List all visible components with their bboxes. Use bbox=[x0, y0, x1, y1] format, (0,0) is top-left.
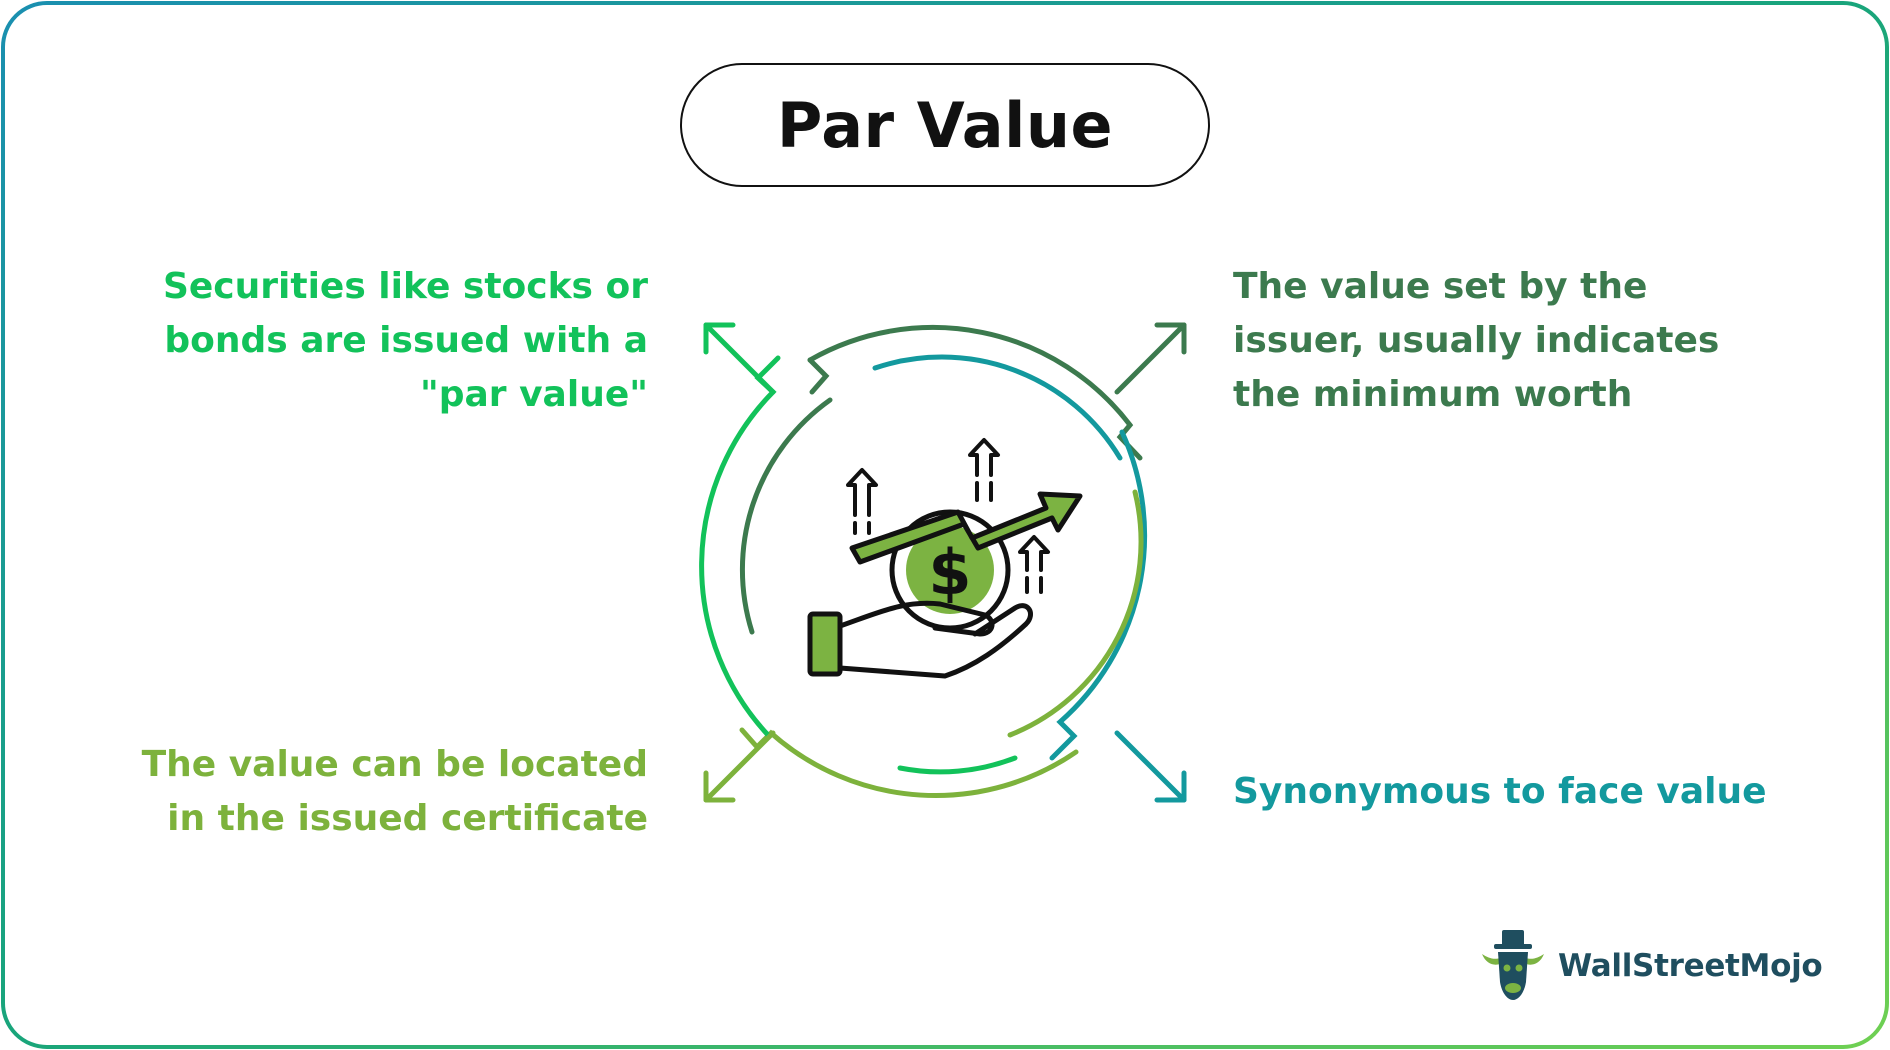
note-top-left: Securities like stocks or bonds are issu… bbox=[162, 266, 648, 415]
page-title: Par Value bbox=[776, 88, 1114, 162]
note-bottom-left: The value can be located in the issued c… bbox=[141, 744, 648, 839]
arrow-bottom-right-icon bbox=[1114, 730, 1187, 803]
note-bottom-right: Synonymous to face value bbox=[1233, 771, 1767, 812]
inner-arc-teal bbox=[872, 354, 1123, 461]
outer-arc-right bbox=[1049, 429, 1148, 761]
inner-arc-dark-green bbox=[739, 397, 833, 635]
bull-with-hat-icon bbox=[1482, 930, 1544, 1000]
outer-arc-bottom bbox=[739, 727, 1079, 799]
inner-arc-green bbox=[897, 755, 1018, 775]
note-top-right: The value set by the issuer, usually ind… bbox=[1233, 266, 1720, 415]
arrow-top-right-icon bbox=[1114, 322, 1187, 395]
logo-wordmark: WallStreetMojo bbox=[1558, 947, 1823, 984]
inner-arc-olive bbox=[1007, 489, 1144, 738]
outer-arc-top bbox=[807, 324, 1143, 461]
top-notch bbox=[807, 357, 830, 395]
brand-logo: WallStreetMojo bbox=[1478, 928, 1823, 1003]
outer-arc-left bbox=[699, 355, 781, 738]
arrow-top-left-icon bbox=[703, 322, 776, 395]
svg-text:$: $ bbox=[928, 536, 971, 609]
title-pill: Par Value bbox=[680, 63, 1210, 187]
arrow-bottom-left-icon bbox=[703, 730, 776, 803]
hand-holding-coin-growth-icon: $ bbox=[807, 438, 1083, 679]
